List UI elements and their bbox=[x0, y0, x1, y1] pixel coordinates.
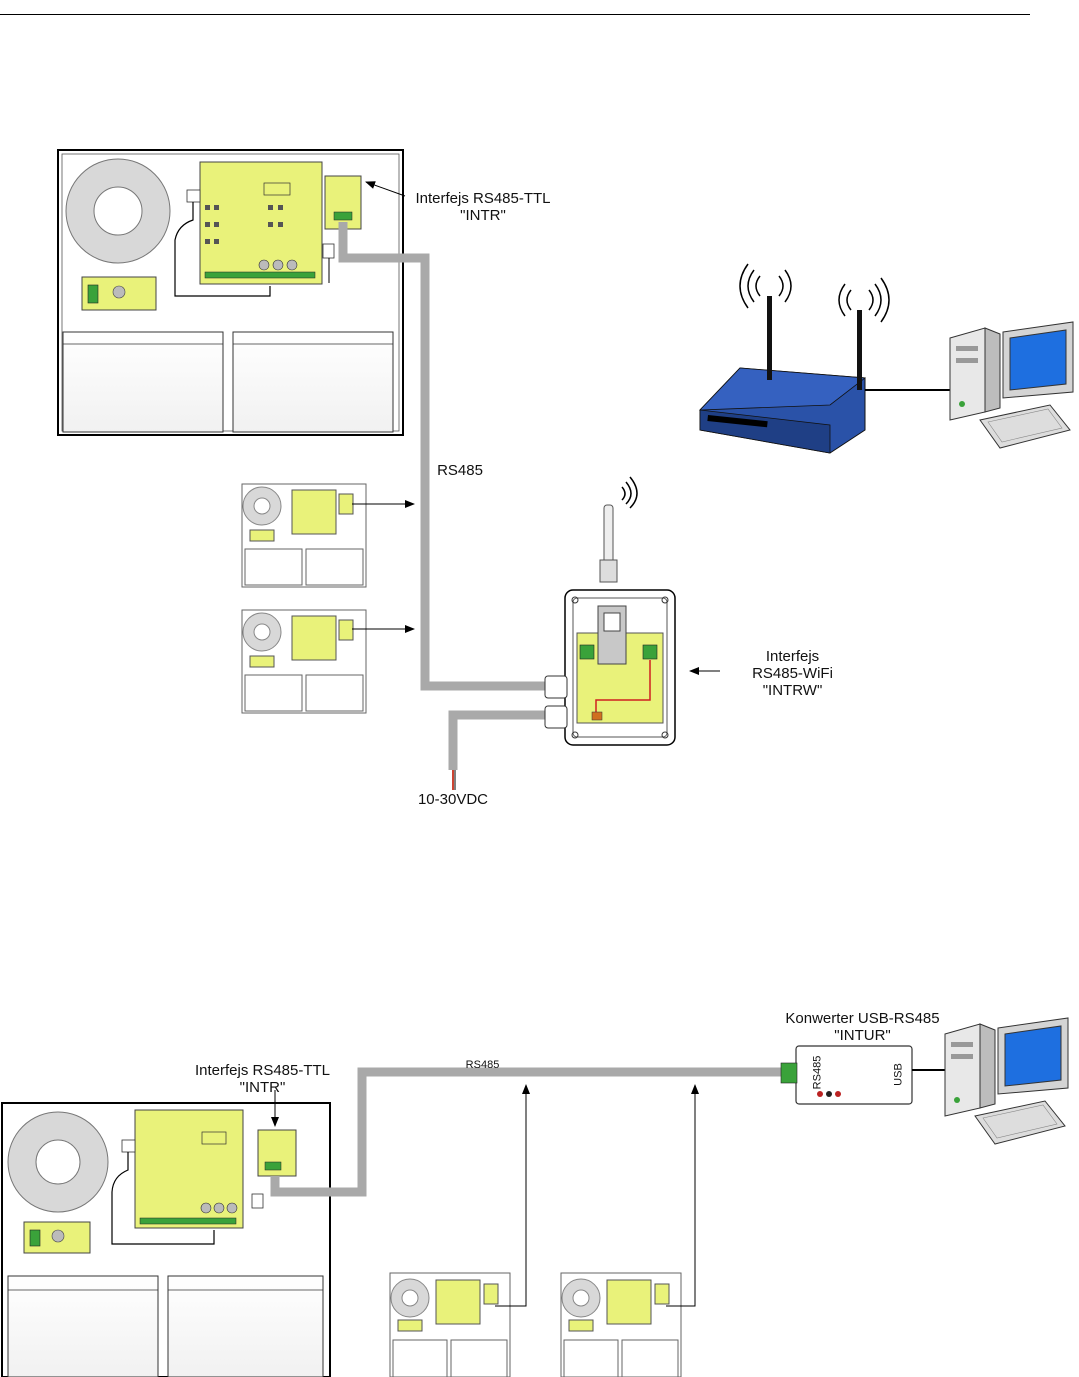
intrw-wifi-interface bbox=[544, 476, 676, 746]
psu-enclosure-small-4 bbox=[560, 1272, 682, 1377]
intur-label-line2: "INTUR" bbox=[834, 1027, 891, 1044]
intr-label-2-line2: "INTR" bbox=[239, 1079, 286, 1096]
battery-left bbox=[62, 331, 224, 433]
rs485-cable-2 bbox=[270, 1067, 785, 1197]
intr-label-1: Interfejs RS485-TTL "INTR" bbox=[408, 190, 558, 224]
rs485-label-2: RS485 bbox=[465, 1059, 500, 1071]
psu-enclosure-small-3 bbox=[389, 1272, 511, 1377]
intrw-label-line1: Interfejs bbox=[765, 648, 820, 665]
intr-label-2-line1: Interfejs RS485-TTL bbox=[194, 1062, 331, 1079]
converter-rs485-text: RS485 bbox=[811, 1055, 824, 1090]
wifi-router bbox=[699, 263, 890, 454]
power-label: 10-30VDC bbox=[417, 791, 489, 808]
router-antenna-left bbox=[767, 296, 772, 380]
intr-label-1-line1: Interfejs RS485-TTL bbox=[415, 190, 551, 207]
page-top-rule bbox=[0, 14, 1030, 15]
intur-label-line1: Konwerter USB-RS485 bbox=[785, 1010, 940, 1027]
computer-1 bbox=[949, 321, 1074, 449]
converter-usb-text: USB bbox=[892, 1063, 905, 1086]
rs485-cable-1 bbox=[338, 222, 565, 691]
battery-right bbox=[232, 331, 394, 433]
intrw-label: Interfejs RS485-WiFi "INTRW" bbox=[745, 648, 840, 699]
computer-2 bbox=[944, 1017, 1069, 1145]
router-antenna-right bbox=[857, 310, 862, 390]
psu-enclosure-main-2 bbox=[1, 1102, 331, 1377]
psu-enclosure-main bbox=[57, 149, 404, 436]
intrw-label-line3: "INTRW" bbox=[762, 682, 823, 699]
intr-module bbox=[324, 175, 362, 230]
psu-enclosure-small-1 bbox=[241, 483, 367, 588]
intur-converter bbox=[780, 1045, 913, 1105]
intr-label-1-line2: "INTR" bbox=[460, 207, 506, 224]
psu-enclosure-small-2 bbox=[241, 609, 367, 714]
intur-label: Konwerter USB-RS485 "INTUR" bbox=[775, 1010, 950, 1044]
intrw-label-line2: RS485-WiFi bbox=[752, 665, 833, 682]
intr-label-2: Interfejs RS485-TTL "INTR" bbox=[185, 1062, 340, 1096]
computer-1-screen bbox=[1009, 329, 1067, 391]
computer-2-screen bbox=[1004, 1025, 1062, 1087]
rs485-label-1: RS485 bbox=[437, 462, 483, 479]
power-cable bbox=[448, 710, 565, 770]
